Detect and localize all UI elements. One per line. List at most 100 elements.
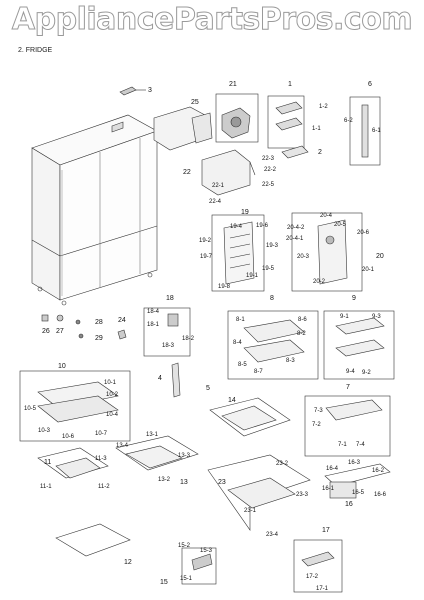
part-14-cover: [209, 397, 291, 437]
callout-label: 6-2: [344, 118, 353, 124]
callout-label: 7-4: [356, 442, 365, 448]
callout-label: 15-2: [178, 543, 191, 549]
part-20-duct: [291, 212, 363, 292]
callout-label: 7: [346, 384, 350, 391]
part-11-drawer: [37, 447, 109, 479]
part-16-assembly: [324, 463, 391, 499]
callout-label: 1-1: [312, 126, 321, 132]
callout-label: 22-2: [264, 167, 277, 173]
callout-label: 16: [345, 501, 353, 508]
part-10-drawer-box: [19, 370, 131, 442]
fridge-cabinet: [31, 114, 158, 306]
callout-label: 29: [95, 335, 103, 342]
callout-label: 2: [318, 149, 322, 156]
callout-label: 22: [183, 169, 191, 176]
callout-label: 19-3: [266, 243, 279, 249]
part-2-shelf: [281, 145, 309, 159]
callout-label: 10: [58, 363, 66, 370]
callout-label: 21: [229, 81, 237, 88]
callout-label: 19-8: [218, 284, 231, 290]
part-7-shelf-box: [304, 395, 391, 457]
callout-label: 13: [180, 479, 188, 486]
callout-label: 16-5: [352, 490, 365, 496]
part-6-rail: [349, 96, 381, 166]
callout-label: 8-5: [238, 362, 247, 368]
callout-label: 20-5: [334, 222, 347, 228]
callout-label: 22-4: [209, 199, 222, 205]
callout-label: 20-3: [297, 254, 310, 260]
callout-label: 13-1: [146, 432, 159, 438]
part-23-crisper: [207, 454, 311, 531]
callout-label: 23: [218, 479, 226, 486]
callout-label: 20: [376, 253, 384, 260]
callout-label: 9-4: [346, 369, 355, 375]
callout-label: 10-3: [38, 428, 51, 434]
callout-label: 18-2: [182, 336, 195, 342]
callout-label: 19-5: [262, 266, 275, 272]
callout-label: 28: [95, 319, 103, 326]
callout-label: 8: [270, 295, 274, 302]
callout-label: 16-6: [374, 492, 387, 498]
callout-label: 1: [288, 81, 292, 88]
callout-label: 9-1: [340, 314, 349, 320]
callout-label: 20-6: [357, 230, 370, 236]
callout-label: 17-2: [306, 574, 319, 580]
callout-label: 23-3: [296, 492, 309, 498]
callout-label: 20-4-2: [287, 225, 305, 231]
part-25-ice-bin: [153, 106, 213, 151]
part-9-shelf-box: [323, 310, 395, 380]
callout-label: 20-2: [313, 279, 326, 285]
callout-label: 8-3: [286, 358, 295, 364]
callout-label: 22-1: [212, 183, 225, 189]
part-17-cover: [293, 539, 343, 593]
callout-label: 25: [191, 99, 199, 106]
callout-label: 9: [352, 295, 356, 302]
part-4-rail: [171, 362, 181, 398]
part-15-duct: [181, 547, 217, 585]
part-21-motor: [215, 93, 259, 143]
callout-label: 15-3: [200, 548, 213, 554]
callout-label: 16-1: [322, 486, 335, 492]
callout-label: 4: [158, 375, 162, 382]
callout-label: 23-4: [266, 532, 279, 538]
callout-label: 9-3: [372, 314, 381, 320]
callout-label: 11-3: [95, 456, 107, 462]
callout-label: 6-1: [372, 128, 381, 134]
callout-label: 6: [368, 81, 372, 88]
callout-label: 13-4: [116, 443, 129, 449]
part-1-shelf: [267, 95, 305, 149]
callout-label: 8-1: [236, 317, 245, 323]
callout-label: 19: [241, 209, 249, 216]
callout-label: 8-6: [298, 317, 307, 323]
callout-label: 13-3: [178, 453, 191, 459]
callout-label: 18: [166, 295, 174, 302]
callout-label: 9-2: [362, 370, 371, 376]
part-8-shelf-box: [227, 310, 319, 380]
part-19-evaporator-cover: [211, 214, 265, 292]
callout-label: 14: [228, 397, 236, 404]
callout-label: 3: [148, 87, 152, 94]
callout-label: 17: [322, 527, 330, 534]
callout-label: 23-1: [244, 508, 257, 514]
part-22-dispenser: [201, 149, 256, 196]
callout-label: 16-2: [372, 468, 385, 474]
callout-label: 19-1: [246, 273, 259, 279]
callout-label: 10-5: [24, 406, 37, 412]
small-hardware: [41, 314, 127, 340]
callout-label: 24: [118, 317, 126, 324]
callout-label: 12: [124, 559, 132, 566]
callout-label: 10-7: [95, 431, 108, 437]
callout-label: 18-4: [147, 309, 160, 315]
callout-label: 18-1: [147, 322, 160, 328]
callout-label: 18-3: [162, 343, 175, 349]
callout-label: 11-2: [98, 484, 110, 490]
callout-label: 5: [206, 385, 210, 392]
callout-label: 20-4-1: [286, 236, 304, 242]
callout-label: 23-2: [276, 461, 289, 467]
part-18-damper: [143, 307, 191, 357]
callout-label: 19-2: [199, 238, 212, 244]
callout-label: 15: [160, 579, 168, 586]
callout-label: 20-4: [320, 213, 333, 219]
callout-label: 1-2: [319, 104, 328, 110]
